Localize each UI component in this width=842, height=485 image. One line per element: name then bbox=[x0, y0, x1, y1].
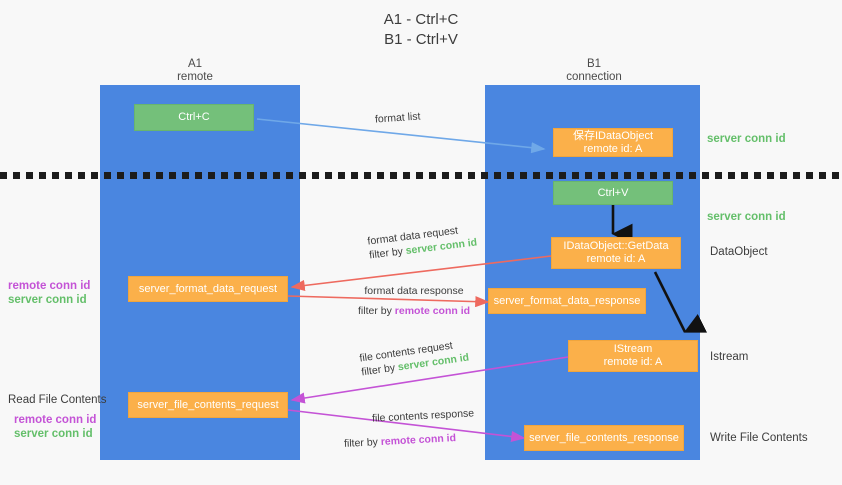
title-line-1: A1 - Ctrl+C bbox=[383, 11, 459, 28]
box-ctrl-c-label: Ctrl+C bbox=[178, 111, 210, 123]
box-ctrl-c[interactable]: Ctrl+C bbox=[134, 104, 254, 131]
edge-label-file-contents-response-text: file contents response bbox=[371, 407, 475, 425]
column-header-b1: B1 connection bbox=[494, 58, 694, 84]
annotation-server-conn-id-middle: server conn id bbox=[707, 211, 786, 223]
box-save-idataobject-line2: remote id: A bbox=[583, 142, 643, 155]
edge-label-format-list-text: format list bbox=[374, 110, 421, 126]
annotation-server-conn-id-top: server conn id bbox=[707, 133, 786, 145]
edge-label-file-contents-response-filter: filter by remote conn id bbox=[344, 431, 457, 451]
box-server-file-contents-response[interactable]: server_file_contents_response bbox=[524, 425, 684, 451]
annotation-remote-conn-id-2: remote conn id bbox=[14, 414, 97, 426]
annotation-dataobject: DataObject bbox=[710, 246, 768, 258]
annotation-left-conn-ids-upper: remote conn id server conn id bbox=[8, 279, 90, 307]
edge-label-format-data-response-text: format data response bbox=[364, 285, 464, 297]
box-idataobject-getdata-line1: IDataObject::GetData bbox=[563, 240, 669, 252]
edge-label-format-list: format list bbox=[375, 109, 421, 126]
box-server-format-data-request[interactable]: server_format_data_request bbox=[128, 276, 288, 302]
column-header-a1-name: A1 bbox=[187, 58, 203, 70]
box-server-format-data-response[interactable]: server_format_data_response bbox=[488, 288, 646, 314]
column-header-a1-sub: remote bbox=[177, 71, 213, 83]
box-istream-line2: remote id: A bbox=[603, 356, 663, 368]
filter-remote-conn-id-2: remote conn id bbox=[380, 432, 457, 448]
edge-label-format-data-response: format data response filter by remote co… bbox=[358, 284, 470, 318]
edge-label-format-data-response-filter: filter by remote conn id bbox=[358, 304, 470, 318]
box-idataobject-getdata[interactable]: IDataObject::GetData remote id: A bbox=[551, 237, 681, 269]
box-server-file-contents-request-label: server_file_contents_request bbox=[137, 398, 279, 411]
phase-divider bbox=[0, 172, 842, 179]
box-server-format-data-request-label: server_format_data_request bbox=[138, 282, 278, 295]
annotation-read-file-contents: Read File Contents bbox=[8, 394, 107, 406]
column-header-a1: A1 remote bbox=[95, 58, 295, 84]
box-server-file-contents-request[interactable]: server_file_contents_request bbox=[128, 392, 288, 418]
annotation-istream: Istream bbox=[710, 351, 749, 363]
edge-label-format-data-request: format data request filter by server con… bbox=[367, 221, 478, 262]
box-istream-line1: IStream bbox=[613, 343, 653, 355]
diagram-title: A1 - Ctrl+C B1 - Ctrl+V bbox=[0, 10, 842, 50]
filter-by-text-3: filter by bbox=[360, 361, 396, 379]
edge-label-file-contents-response: file contents response bbox=[372, 406, 475, 425]
filter-by-text-2: filter by bbox=[358, 305, 392, 317]
box-server-format-data-response-label: server_format_data_response bbox=[493, 294, 641, 307]
filter-by-text-4: filter by bbox=[343, 436, 379, 450]
box-save-idataobject[interactable]: 保存IDataObject remote id: A bbox=[553, 128, 673, 157]
box-save-idataobject-line1: 保存IDataObject bbox=[572, 129, 654, 142]
annotation-server-conn-id-2: server conn id bbox=[14, 428, 93, 440]
filter-by-text: filter by bbox=[368, 245, 404, 262]
box-ctrl-v-label: Ctrl+V bbox=[597, 186, 629, 199]
box-ctrl-v[interactable]: Ctrl+V bbox=[553, 181, 673, 205]
column-header-b1-name: B1 bbox=[586, 58, 602, 70]
annotation-write-file-contents: Write File Contents bbox=[710, 432, 808, 444]
filter-remote-conn-id: remote conn id bbox=[394, 305, 471, 317]
title-line-2: B1 - Ctrl+V bbox=[384, 31, 458, 48]
box-server-file-contents-response-label: server_file_contents_response bbox=[529, 431, 679, 444]
column-header-b1-sub: connection bbox=[566, 71, 622, 83]
box-istream[interactable]: IStream remote id: A bbox=[568, 340, 698, 372]
edge-label-file-contents-request: file contents request filter by server c… bbox=[359, 337, 470, 380]
box-idataobject-getdata-line2: remote id: A bbox=[586, 253, 646, 265]
annotation-remote-conn-id-1: remote conn id bbox=[8, 280, 91, 292]
annotation-left-conn-ids-lower: remote conn id server conn id bbox=[14, 413, 96, 441]
annotation-server-conn-id-1: server conn id bbox=[8, 294, 87, 306]
